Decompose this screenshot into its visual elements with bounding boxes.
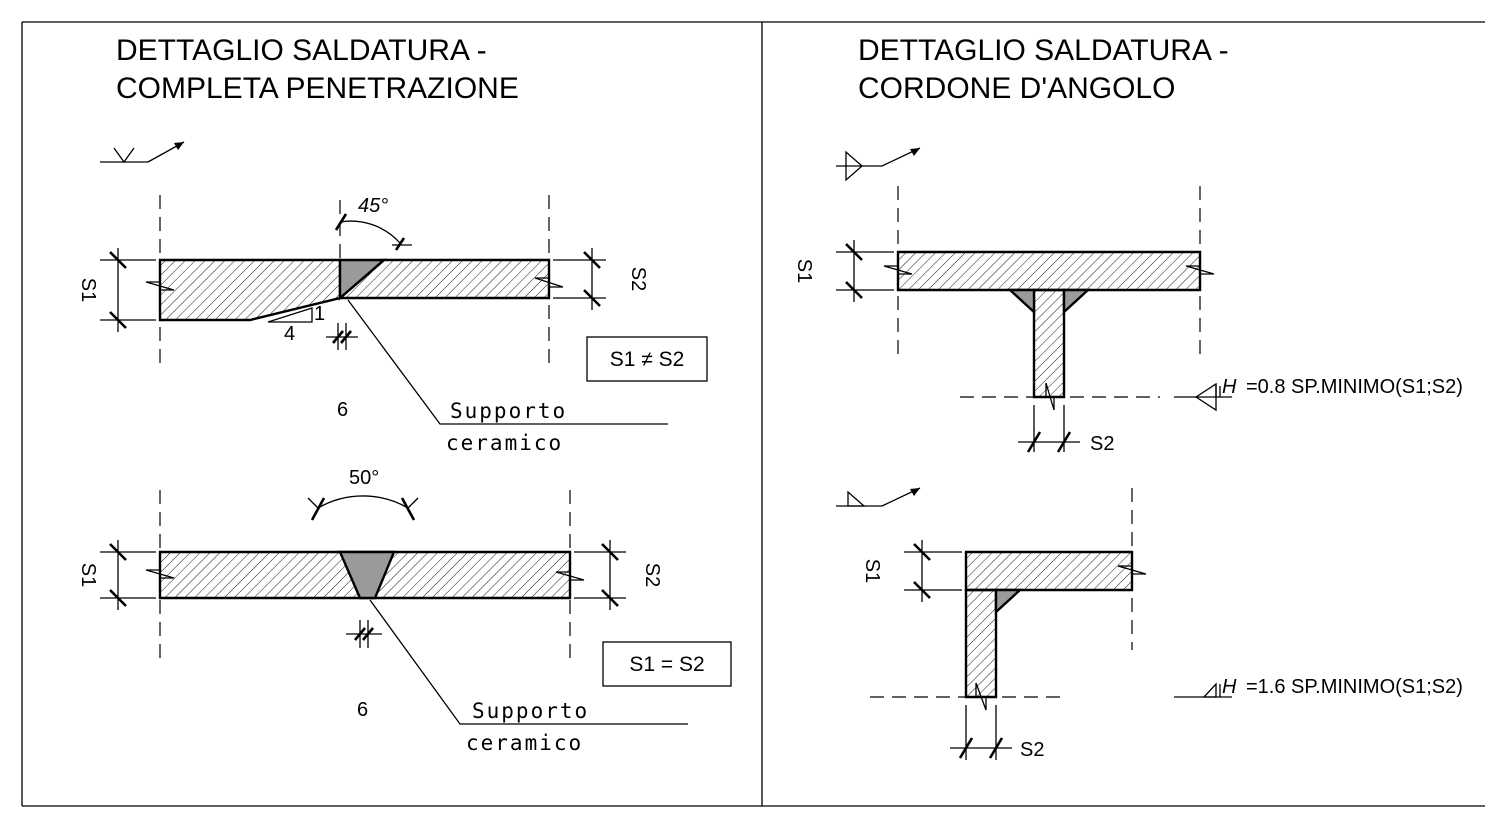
dim-s1-a: S1	[77, 278, 99, 302]
corner-flange	[964, 550, 1134, 592]
angle-arc-50	[317, 495, 409, 509]
fillet-symbol-b	[1202, 682, 1217, 698]
dim-s2-b: S2	[641, 563, 663, 587]
corner-fillet	[994, 588, 1024, 615]
corner-joint-detail: S1 S2 H =1.6 SP.MINIMO(S1;S2)	[861, 488, 1463, 761]
slope-triangle	[267, 307, 313, 323]
support-leader-a	[347, 299, 668, 425]
sheet-frame	[21, 21, 1485, 807]
corner-web	[964, 588, 998, 699]
condition-b: S1 = S2	[629, 653, 704, 676]
dim-s2-c: S2	[1020, 739, 1044, 761]
slope-run: 4	[284, 323, 295, 345]
double-fillet-weld-symbol	[836, 147, 921, 182]
t-web	[1032, 288, 1066, 399]
support-leader-b	[369, 599, 688, 725]
right-title-line2: CORDONE D'ANGOLO	[858, 72, 1175, 105]
t-joint-detail: S1 S2 H =0.8 SP.MINIMO(S1;S2)	[793, 186, 1463, 455]
dim-s1-c: S1	[861, 559, 883, 583]
condition-a: S1 ≠ S2	[610, 348, 685, 371]
gap-label-b: 6	[357, 699, 368, 721]
support-line2-a: ceramico	[446, 431, 563, 455]
weld-letter-b: H	[1222, 676, 1237, 698]
dim-s2-a: S2	[627, 267, 649, 291]
weld-formula-b: =1.6 SP.MINIMO(S1;S2)	[1246, 676, 1463, 698]
weld-bead-b	[338, 550, 396, 600]
condition-box-a	[586, 336, 708, 382]
right-title-line1: DETTAGLIO SALDATURA -	[858, 34, 1229, 67]
weld-letter-a: H	[1222, 376, 1237, 398]
gap-label-a: 6	[337, 399, 348, 421]
angle-label-45: 45°	[358, 195, 388, 217]
dim-s1-b: S1	[77, 563, 99, 587]
support-line1-b: Supporto	[472, 699, 589, 723]
weld-formula-a: =0.8 SP.MINIMO(S1;S2)	[1246, 376, 1463, 398]
angle-label-50: 50°	[349, 467, 379, 489]
dim-s2-t: S2	[1090, 433, 1114, 455]
dim-s1-t: S1	[793, 259, 815, 283]
left-title-line2: COMPLETA PENETRAZIONE	[116, 72, 519, 105]
fillet-right	[1062, 288, 1092, 315]
angle-arc-45	[339, 220, 401, 244]
t-flange	[896, 250, 1202, 292]
condition-box-b	[602, 641, 732, 687]
detail-b-equal: S1 S2 50° 6 S1 = S2	[77, 467, 732, 755]
thick-plate	[158, 258, 342, 322]
single-fillet-weld-symbol	[836, 487, 921, 507]
right-panel: DETTAGLIO SALDATURA - CORDONE D'ANGOLO	[793, 34, 1463, 761]
support-line1-a: Supporto	[450, 399, 567, 423]
support-line2-b: ceramico	[466, 731, 583, 755]
weld-bead	[338, 258, 388, 301]
butt-weld-symbol	[100, 141, 185, 164]
fillet-left	[1006, 288, 1036, 315]
left-panel: DETTAGLIO SALDATURA - COMPLETA PENETRAZI…	[77, 34, 732, 755]
detail-a-unequal: S1 S2 45° 1 4 6	[77, 195, 708, 455]
slope-rise: 1	[314, 303, 325, 325]
left-title-line1: DETTAGLIO SALDATURA -	[116, 34, 487, 67]
